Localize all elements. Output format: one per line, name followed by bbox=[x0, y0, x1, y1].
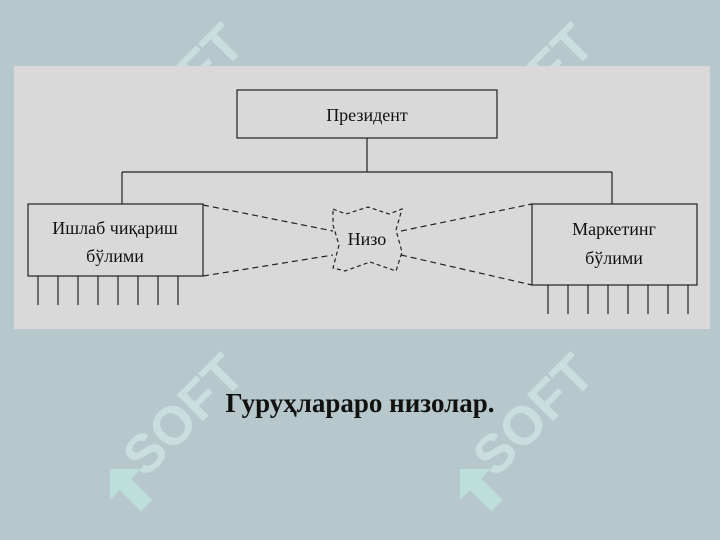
hierarchy-connectors bbox=[121, 138, 613, 205]
marketing-department-box bbox=[531, 203, 698, 286]
production-department-box bbox=[27, 203, 204, 277]
president-label: Президент bbox=[326, 105, 408, 125]
slide-caption: Гуруҳлараро низолар. bbox=[225, 388, 495, 418]
president-box bbox=[236, 89, 498, 139]
conflict-dashed-lines bbox=[202, 203, 533, 286]
marketing-label-line2: бўлими bbox=[585, 248, 643, 268]
conflict-shape bbox=[332, 206, 403, 272]
conflict-label: Низо bbox=[348, 229, 387, 249]
production-staff-lines bbox=[37, 276, 179, 305]
production-label-line1: Ишлаб чиқариш bbox=[52, 218, 178, 238]
production-label-line2: бўлими bbox=[86, 246, 144, 266]
marketing-label-line1: Маркетинг bbox=[572, 219, 656, 239]
marketing-staff-lines bbox=[547, 285, 689, 314]
